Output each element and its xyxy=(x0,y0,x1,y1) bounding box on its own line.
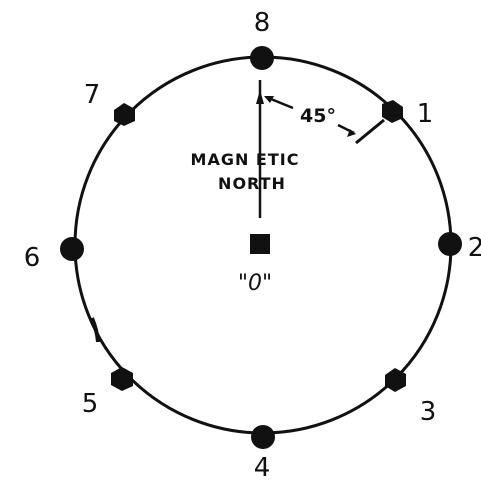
station-4-marker xyxy=(251,425,275,449)
north-arrowhead-icon xyxy=(256,90,264,104)
station-4-label: 4 xyxy=(254,453,271,480)
station-1-marker xyxy=(382,100,403,123)
station-3-label: 3 xyxy=(420,397,437,427)
angle-arrowhead-left-icon xyxy=(264,96,274,103)
station-6-label: 6 xyxy=(24,243,41,273)
station-5: 5 xyxy=(82,367,133,419)
station-7-marker xyxy=(114,103,135,126)
station-5-label: 5 xyxy=(82,389,99,419)
center-label: "0" xyxy=(238,271,272,296)
station-7: 7 xyxy=(84,80,135,126)
angle-arrowhead-right-icon xyxy=(347,129,356,137)
station-4: 4 xyxy=(251,425,275,480)
station-8-label: 8 xyxy=(254,8,271,38)
station-7-label: 7 xyxy=(84,80,101,110)
station-2-label: 2 xyxy=(468,233,481,263)
arrow-label-line1: MAGN ETIC xyxy=(191,150,300,169)
station-3-marker xyxy=(385,368,406,392)
station-3: 3 xyxy=(385,368,436,427)
station-5-marker xyxy=(111,367,133,391)
angle-ray-to-station-1 xyxy=(355,118,385,145)
station-2-marker xyxy=(438,232,462,256)
station-6-marker xyxy=(60,237,84,261)
station-2: 2 xyxy=(438,232,481,263)
station-1-label: 1 xyxy=(417,99,434,129)
station-1: 1 xyxy=(382,99,433,129)
station-8: 8 xyxy=(250,8,274,70)
center-square-marker xyxy=(250,234,270,254)
station-6: 6 xyxy=(24,237,84,273)
station-8-marker xyxy=(250,46,274,70)
ring-bulge xyxy=(90,317,100,343)
angle-label: 45° xyxy=(300,105,336,127)
arrow-label-line2: NORTH xyxy=(218,174,286,193)
